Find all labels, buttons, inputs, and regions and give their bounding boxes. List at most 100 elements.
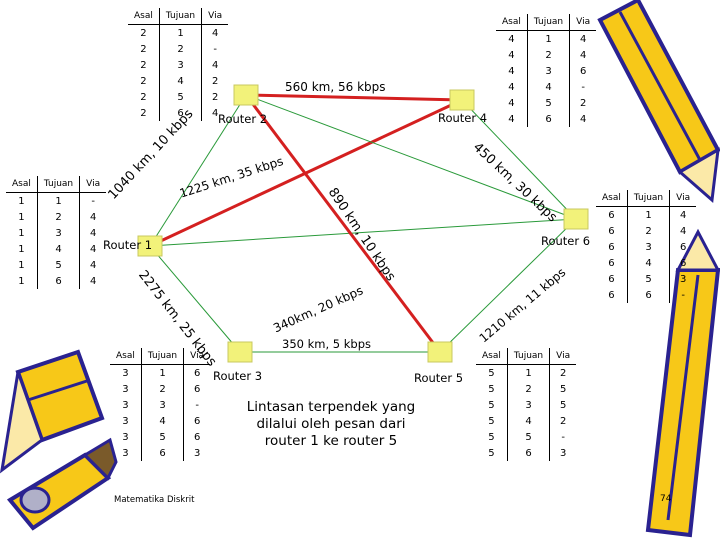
table-header-tujuan: Tujuan xyxy=(37,176,81,193)
table-header-tujuan: Tujuan xyxy=(507,348,551,365)
table-cell: 4 xyxy=(89,211,97,223)
table-cell: 6 xyxy=(141,445,185,461)
pencil-right-icon xyxy=(597,0,720,204)
table-cell: 6 xyxy=(193,383,201,395)
table-cell: 2 xyxy=(128,57,160,73)
table-cell: 2 xyxy=(159,41,203,57)
router-4-label: Router 4 xyxy=(438,111,488,125)
table-cell: 4 xyxy=(627,255,671,271)
table-cell: 4 xyxy=(89,227,97,239)
table-cell: 4 xyxy=(211,59,219,71)
table-cell: - xyxy=(195,399,199,411)
table-cell: 4 xyxy=(141,413,185,429)
table-cell: - xyxy=(681,289,685,301)
table-cell: 6 xyxy=(596,271,628,287)
router-node-r3 xyxy=(227,341,253,363)
table-cell: 1 xyxy=(527,30,571,47)
link-r5-r6 xyxy=(439,218,577,353)
table-cell: 5 xyxy=(476,429,508,445)
table-cell: 5 xyxy=(559,383,567,395)
table-header-asal: Asal xyxy=(596,190,628,207)
table-cell: 6 xyxy=(627,287,671,303)
router-1-label: Router 1 xyxy=(103,238,153,252)
table-cell: 4 xyxy=(679,225,687,237)
table-header-via: Via xyxy=(79,176,107,193)
table-cell: 2 xyxy=(128,105,160,121)
network-links xyxy=(149,93,577,353)
router-6-label: Router 6 xyxy=(541,234,591,248)
table-cell: 1 xyxy=(141,364,185,381)
table-cell: 1 xyxy=(627,206,671,223)
table-header-tujuan: Tujuan xyxy=(527,14,571,31)
table-cell: 3 xyxy=(110,364,142,381)
router-5-label: Router 5 xyxy=(414,371,464,385)
table-cell: 6 xyxy=(193,415,201,427)
caption-line-2: dilalui oleh pesan dari xyxy=(256,416,406,432)
link-r1-r3 xyxy=(149,245,241,353)
table-cell: - xyxy=(91,195,95,207)
pencil-bottom-right-icon xyxy=(645,228,720,538)
table-cell: 6 xyxy=(159,105,203,121)
table-cell: 2 xyxy=(128,89,160,105)
table-header-asal: Asal xyxy=(496,14,528,31)
table-cell: 6 xyxy=(507,445,551,461)
table-cell: 4 xyxy=(496,63,528,79)
table-cell: 2 xyxy=(141,381,185,397)
table-cell: 6 xyxy=(596,206,628,223)
table-cell: 1 xyxy=(37,192,81,209)
table-header-via: Via xyxy=(549,348,577,365)
table-cell: 4 xyxy=(496,47,528,63)
table-cell: 4 xyxy=(496,95,528,111)
table-cell: 1 xyxy=(159,24,203,41)
table-cell: 6 xyxy=(527,111,571,127)
table-cell: 5 xyxy=(476,397,508,413)
router-node-r4 xyxy=(449,89,475,111)
table-cell: 1 xyxy=(507,364,551,381)
table-header-tujuan: Tujuan xyxy=(627,190,671,207)
link-r1-r6 xyxy=(149,218,577,247)
table-cell: 6 xyxy=(596,287,628,303)
table-cell: 4 xyxy=(89,259,97,271)
table-cell: 3 xyxy=(507,397,551,413)
shortest-path-r2-r5 xyxy=(244,94,442,353)
table-cell: 5 xyxy=(476,381,508,397)
link-r1-r2 xyxy=(149,94,247,247)
table-cell: 5 xyxy=(37,257,81,273)
table-cell: 6 xyxy=(579,65,587,77)
table-cell: 4 xyxy=(89,243,97,255)
router-node-r6 xyxy=(563,208,589,230)
table-cell: 3 xyxy=(527,63,571,79)
table-cell: 3 xyxy=(110,381,142,397)
table-cell: 3 xyxy=(627,239,671,255)
table-cell: 3 xyxy=(110,429,142,445)
table-cell: 1 xyxy=(6,257,38,273)
table-cell: 4 xyxy=(211,107,219,119)
router-2-label: Router 2 xyxy=(218,112,268,126)
